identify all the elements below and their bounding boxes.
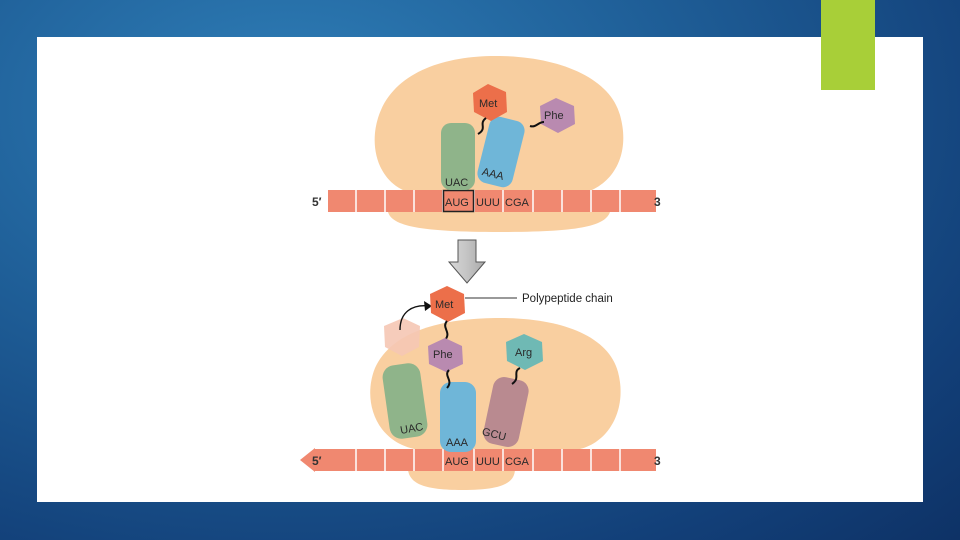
trna-empty [382,363,428,439]
accent-bar [821,0,875,90]
mrna-strand [300,448,656,472]
ribosome-small-subunit [408,470,515,490]
mrna-3-prime-label: 3 [654,454,661,468]
met-linker [477,117,487,135]
amino-acid-met [430,286,465,322]
met-phe-linker [444,320,449,341]
arg-trna-linker [511,367,521,385]
codon-uuu: UUU [476,197,500,209]
phe-trna-linker [446,369,451,389]
amino-acid-arg [506,334,543,370]
codon-uuu: UUU [476,456,500,468]
codon-aug: AUG [445,197,469,209]
departing-amino-acid [384,318,420,356]
top-panel: 5′ 3 AUG UUU CGA UAC AAA Met Phe [312,55,661,232]
start-codon-box [442,189,475,213]
down-arrow [447,239,487,284]
bottom-panel: 5′ 3 AUG UUU CGA UAC AAA GCU Met Polypep… [300,286,661,490]
mrna-5-prime-label: 5′ [312,195,322,209]
codon-aug: AUG [445,456,469,468]
amino-acid-phe-label: Phe [433,349,453,361]
transfer-arrowhead [424,301,432,311]
amino-acid-phe [428,338,463,372]
trna-phe [440,382,476,452]
anticodon-uac: UAC [445,177,468,189]
anticodon-aaa: AAA [481,166,506,183]
amino-acid-met-label: Met [479,98,497,110]
mrna-3-prime-label: 3 [654,195,661,209]
amino-acid-met-label: Met [435,299,453,311]
polypeptide-chain-label: Polypeptide chain [522,293,613,305]
mrna-5-prime-label: 5′ [312,454,322,468]
anticodon-uac: UAC [399,421,424,437]
ribosome-small-subunit [388,212,610,232]
amino-acid-phe-label: Phe [544,110,564,122]
codon-cga: CGA [505,456,530,468]
amino-acid-phe [540,98,575,133]
phe-linker [529,121,545,128]
amino-acid-met [473,84,507,121]
trna-phe [477,116,525,188]
trna-arg [483,377,529,447]
anticodon-aaa: AAA [446,437,469,449]
anticodon-gcu: GCU [481,426,508,444]
trna-met [441,123,475,190]
amino-acid-arg-label: Arg [515,347,532,359]
codon-cga: CGA [505,197,530,209]
